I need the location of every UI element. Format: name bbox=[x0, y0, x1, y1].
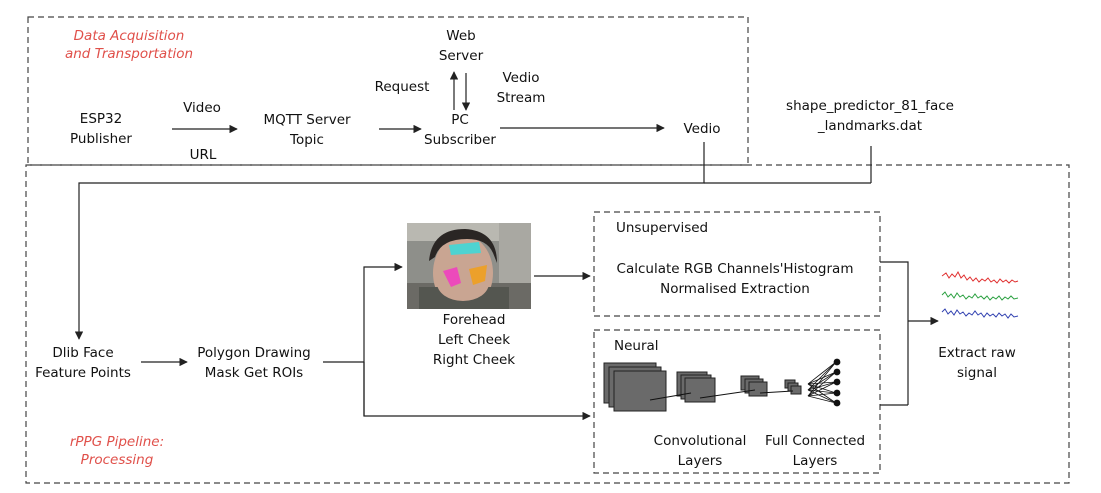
web-server-node: Web Server bbox=[438, 28, 484, 64]
acquisition-section-title: Data Acquisition and Transportation bbox=[64, 28, 194, 62]
edge-label-vedio-stream: Vedio Stream bbox=[496, 70, 546, 106]
edge-label-request: Request bbox=[374, 79, 430, 95]
neural-title: Neural bbox=[614, 338, 659, 354]
pc-subscriber-node: PC Subscriber bbox=[424, 112, 496, 148]
pipeline-section-title: rPPG Pipeline: Processing bbox=[69, 434, 165, 468]
unsupervised-title: Unsupervised bbox=[616, 220, 709, 236]
pipeline-section-box bbox=[25, 164, 1070, 484]
neural-box bbox=[593, 329, 881, 474]
vedio-node: Vedio bbox=[683, 121, 721, 137]
unsupervised-box bbox=[593, 211, 881, 317]
shape-predictor-node: shape_predictor_81_face _landmarks.dat bbox=[786, 98, 954, 134]
connector-unsupervised-out bbox=[880, 261, 909, 405]
connector-vedio-to-dlib bbox=[74, 142, 705, 340]
arrow-polygon-to-face bbox=[363, 262, 403, 416]
dlib-face-node: Dlib Face Feature Points bbox=[35, 345, 131, 381]
conv-layers-label: Convolutional Layers bbox=[653, 433, 747, 469]
mqtt-server-node: MQTT Server Topic bbox=[263, 112, 351, 148]
fc-layers-label: Full Connected Layers bbox=[764, 433, 866, 469]
face-photo-image bbox=[407, 223, 531, 309]
edge-label-video: Video bbox=[183, 100, 221, 116]
extract-raw-signal-node: Extract raw signal bbox=[938, 345, 1016, 381]
arrow-polygon-to-neural bbox=[363, 362, 591, 421]
polygon-drawing-node: Polygon Drawing Mask Get ROIs bbox=[197, 345, 311, 381]
unsupervised-body: Calculate RGB Channels'Histogram Normali… bbox=[616, 261, 854, 297]
signal-waveform-icon bbox=[940, 268, 1020, 324]
acquisition-section-box bbox=[27, 16, 749, 166]
rois-label: Forehead Left Cheek Right Cheek bbox=[432, 312, 516, 368]
edge-label-url: URL bbox=[189, 147, 217, 163]
cnn-diagram-icon bbox=[603, 358, 841, 412]
esp32-publisher-node: ESP32 Publisher bbox=[70, 111, 132, 147]
